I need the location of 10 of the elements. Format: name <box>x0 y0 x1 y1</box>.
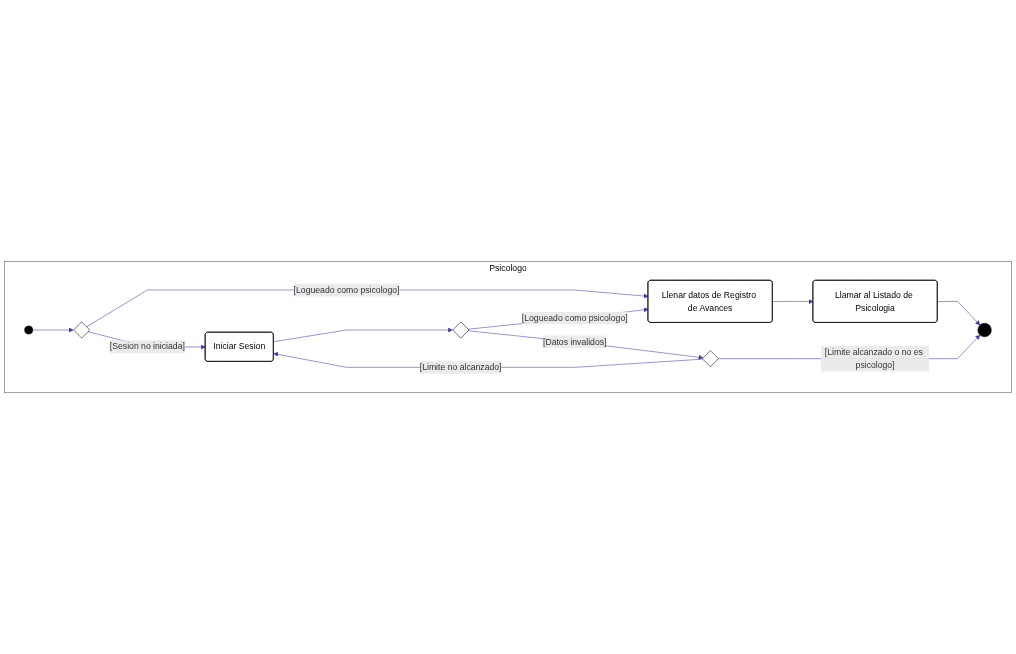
node-circle <box>24 325 34 335</box>
node-diamond <box>702 350 719 367</box>
node-diamond <box>73 321 91 339</box>
node-diamond <box>452 321 470 339</box>
edge-label: [Limite alcanzado o no es psicologo] <box>824 347 923 370</box>
edge-label: [Sesion no iniciada] <box>109 341 185 352</box>
edge-label: [Limite no alcanzado] <box>419 362 502 372</box>
edge-label: [Logueado como psicologo] <box>521 313 628 323</box>
edge-label: [Datos invalidos] <box>542 337 607 347</box>
edge-label: [Logueado como psicologo] <box>293 285 400 295</box>
